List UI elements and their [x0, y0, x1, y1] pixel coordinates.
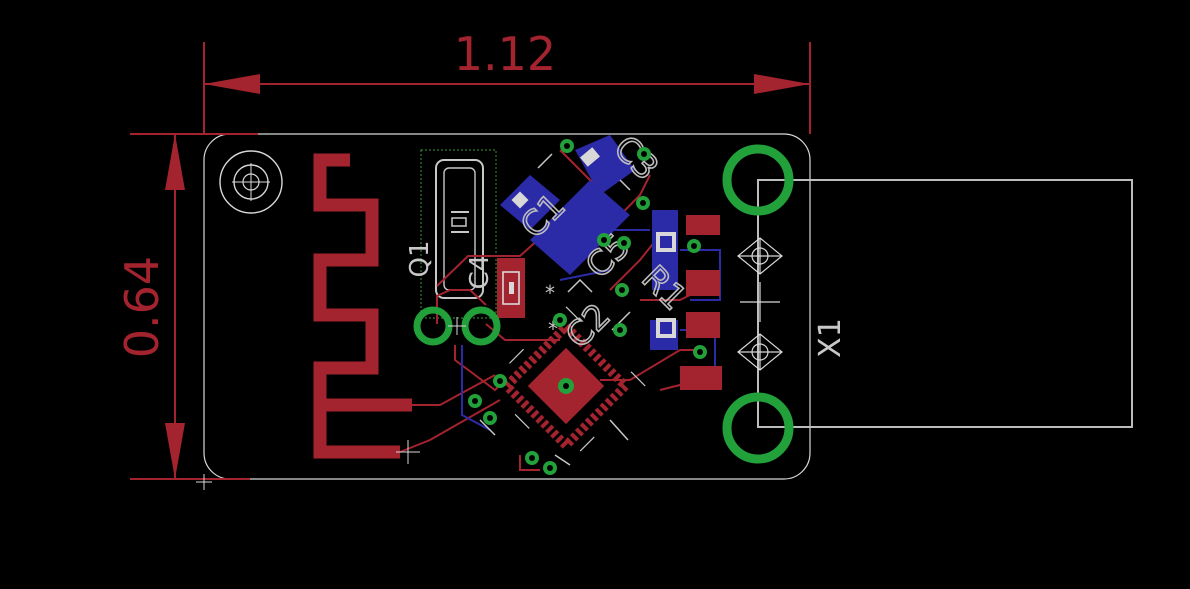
label-qfn-marker: *: [548, 317, 558, 341]
via: [615, 283, 629, 297]
antenna-ground-trace: [399, 399, 501, 453]
via: [617, 236, 631, 250]
height-dimension: 0.64: [115, 133, 258, 480]
via: [687, 239, 701, 253]
label-asterisk-2: *: [545, 281, 555, 305]
label-r1: R1: [634, 258, 694, 318]
label-q1: Q1: [405, 240, 435, 277]
via: [560, 139, 574, 153]
smd-pads: [680, 215, 722, 390]
via: [493, 374, 507, 388]
origin-cross: [396, 440, 420, 464]
via: [613, 323, 627, 337]
via: [637, 147, 651, 161]
crystal-pads: [413, 306, 501, 346]
via: [483, 411, 497, 425]
via: [468, 394, 482, 408]
vias: [468, 139, 707, 475]
via: [597, 233, 611, 247]
board-outline: [203, 133, 811, 480]
mounting-hole: [219, 150, 283, 214]
via: [693, 345, 707, 359]
width-dimension-label: 1.12: [454, 27, 556, 81]
via: [636, 196, 650, 210]
corner-marker: [196, 474, 212, 490]
antenna-trace: [313, 153, 412, 459]
crystal-q1: [435, 159, 484, 299]
crystal-keepout: [420, 149, 497, 319]
c4-body: [502, 271, 520, 305]
smd-small-parts: [511, 147, 676, 338]
antenna-feed-trace: [412, 374, 496, 406]
qfn-center-via: [558, 378, 574, 394]
label-c2: C2: [558, 296, 618, 356]
width-dimension: 1.12: [203, 27, 811, 134]
height-dimension-label: 0.64: [115, 256, 169, 358]
via: [553, 313, 567, 327]
label-c4: C4: [465, 255, 495, 290]
via: [543, 461, 557, 475]
c4-pad: [509, 282, 514, 294]
via: [525, 451, 539, 465]
connector-x1: [722, 144, 1133, 464]
label-x1: X1: [813, 318, 848, 358]
